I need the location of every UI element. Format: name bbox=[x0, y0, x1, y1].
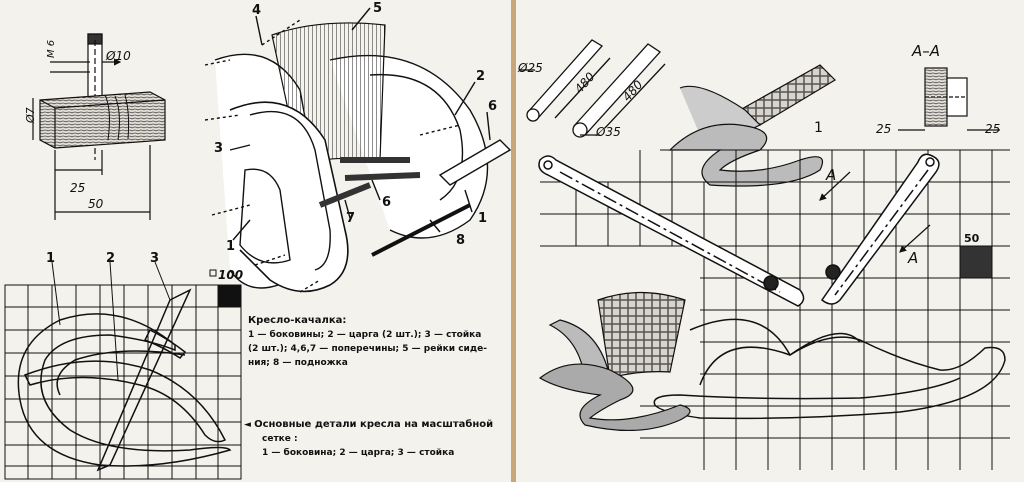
label-dim50: 50 bbox=[88, 197, 104, 211]
caption-rocking-title: Кресло-качалка: bbox=[248, 315, 347, 326]
caption-rocking-chair: Кресло-качалка: 1 — боковины; 2 — царга … bbox=[248, 314, 510, 370]
callout-6a: 6 bbox=[488, 99, 497, 114]
caption-parts-line1: сетке : bbox=[262, 434, 298, 444]
joint-detail bbox=[32, 33, 166, 220]
section-right: 25 bbox=[985, 122, 1000, 136]
side-part-outlines bbox=[538, 153, 1006, 420]
label-d7: Ø7 bbox=[24, 107, 37, 124]
grid-callout-2: 2 bbox=[106, 251, 115, 266]
callout-1a: 1 bbox=[226, 239, 235, 254]
caption-rocking-line1: 1 — боковины; 2 — царга (2 шт.); 3 — сто… bbox=[248, 330, 482, 340]
callout-8: 8 bbox=[456, 233, 465, 248]
caption-parts-line2: 1 — боковина; 2 — царга; 3 — стойка bbox=[262, 448, 455, 458]
section-markers bbox=[819, 171, 931, 253]
caption-rocking-line2: (2 шт.); 4,6,7 — поперечины; 5 — рейки с… bbox=[248, 344, 487, 354]
chair-render-top bbox=[668, 64, 836, 187]
rod-dimensions bbox=[520, 39, 666, 138]
parts-outlines bbox=[17, 288, 232, 472]
exploded-chair-view bbox=[204, 7, 512, 293]
side-scale-label: 50 bbox=[964, 232, 980, 245]
rod-d35: Ø35 bbox=[595, 125, 621, 139]
section-title: А–А bbox=[911, 42, 940, 60]
callout-2: 2 bbox=[476, 69, 485, 84]
grid-callout-1: 1 bbox=[46, 251, 55, 266]
grid-callout-leaders bbox=[51, 261, 171, 381]
view-number: 1 bbox=[814, 120, 823, 136]
rod-d25: Ø25 bbox=[517, 61, 543, 75]
callout-6b: 6 bbox=[382, 195, 391, 210]
marker-a2: А bbox=[907, 249, 918, 267]
callout-7: 7 bbox=[346, 211, 355, 226]
scale-square-marker bbox=[209, 269, 217, 277]
parts-scale-grid bbox=[4, 284, 242, 480]
callout-1b: 1 bbox=[478, 211, 487, 226]
caption-parts-title: Основные детали кресла на масштабной bbox=[254, 419, 494, 430]
label-m6: M 6 bbox=[46, 40, 57, 58]
grid-scale-label: 100 bbox=[218, 268, 243, 282]
label-d10: Ø10 bbox=[105, 49, 131, 63]
caption-parts-title-row: ◄ Основные детали кресла на масштабной bbox=[244, 418, 510, 432]
chair-render-bottom bbox=[538, 291, 691, 432]
caption-parts-marker: ◄ bbox=[244, 420, 251, 430]
section-left: 25 bbox=[876, 122, 891, 136]
caption-rocking-line3: ния; 8 — подножка bbox=[248, 358, 348, 368]
grid-callout-3: 3 bbox=[150, 251, 159, 266]
label-dim25: 25 bbox=[70, 181, 85, 195]
callout-5: 5 bbox=[373, 1, 382, 16]
callout-3: 3 bbox=[214, 141, 223, 156]
callout-4: 4 bbox=[252, 3, 261, 18]
marker-a1: А bbox=[825, 166, 836, 184]
caption-parts-grid: ◄ Основные детали кресла на масштабной с… bbox=[244, 418, 510, 460]
panel-divider bbox=[511, 0, 516, 482]
section-aa bbox=[898, 67, 1000, 131]
